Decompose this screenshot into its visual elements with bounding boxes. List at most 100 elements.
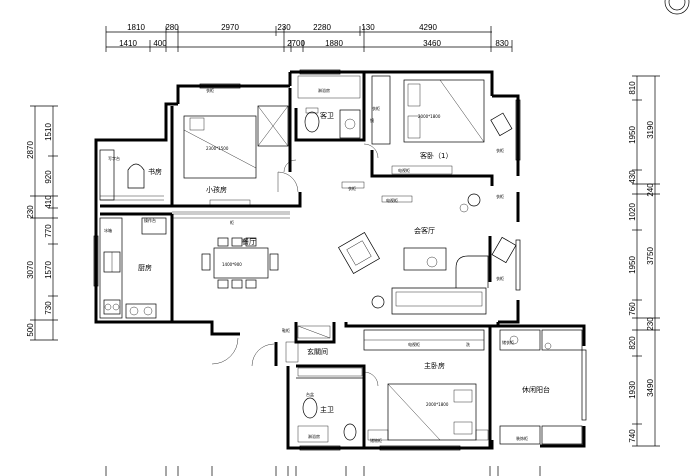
guest-bath-fixtures: 淋浴房 (297, 75, 361, 139)
dining-furniture: 1400*900 柜 (172, 213, 290, 289)
dim-top-inner-5: 3460 (423, 39, 441, 48)
dim-left-inner-1: 1510 (44, 123, 53, 141)
kids-bed (183, 115, 257, 179)
label-desk: 写字台 (108, 155, 120, 161)
exterior-walls (94, 70, 586, 450)
room-guest-bedroom: 客卧（1） (420, 151, 452, 160)
label-wardrobe-6: 衣柜 (348, 185, 356, 191)
living-armchair (338, 232, 380, 274)
entry-fixtures: 鞋柜 (282, 325, 331, 363)
label-tv-cabinet: 电视柜 (398, 167, 410, 173)
label-wardrobe-2: 衣柜 (372, 105, 380, 111)
guest-bed (403, 79, 485, 143)
room-master-bedroom: 主卧房 (424, 361, 445, 370)
guest-toilet-icon (304, 111, 320, 133)
room-balcony: 休闲阳台 (522, 385, 550, 394)
label-wardrobe-1: 衣柜 (206, 87, 214, 93)
master-toilet-icon (302, 397, 318, 419)
label-tv-cabinet-3: 电视柜 (408, 341, 420, 347)
dim-top-2: 280 (165, 23, 179, 32)
dim-top-5: 2280 (313, 23, 331, 32)
right-dimension-lines (632, 75, 660, 447)
left-dimension-lines (30, 105, 58, 341)
coffee-table (403, 247, 447, 271)
logo-mark (664, 0, 690, 15)
label-mirror: 镜 (370, 117, 374, 123)
dim-right-inner-9: 740 (628, 429, 637, 443)
guest-armchair-icon (490, 112, 513, 137)
label-wardrobe-3: 衣柜 (496, 147, 504, 153)
master-bedroom-furniture: 电视柜 洗 2000*1800 储物柜 (363, 329, 489, 443)
right-outer-dimension-labels: 3190 240 3750 230 3490 (646, 121, 655, 397)
label-basin: 台盆 (306, 391, 314, 397)
label-wardrobe-5: 衣柜 (496, 193, 504, 199)
side-table-icon (371, 295, 385, 309)
top-outer-dimension-labels: 1810 280 2970 230 2280 130 4290 (127, 23, 437, 32)
room-living: 会客厅 (414, 226, 435, 235)
room-entry: 玄關间 (307, 347, 328, 356)
top-dimension-lines (105, 26, 513, 52)
left-inner-dimension-labels: 1510 920 410 770 1570 730 (44, 123, 53, 315)
study-furniture: 写字台 (99, 149, 164, 201)
dim-top-inner-6: 830 (495, 39, 509, 48)
room-guest-bath: 客卫 (320, 111, 334, 120)
left-outer-dimension-labels: 2870 230 3070 500 (26, 141, 35, 337)
room-labels: 书房 小孩房 客卫 客卧（1） 餐厅 厨房 玄關间 主卧房 主卫 休闲阳台 镜 … (138, 111, 550, 414)
balcony-fixtures: 装饰柜 储衣柜 (499, 329, 583, 445)
label-bed-guest: 2000*1800 (418, 114, 441, 119)
label-shoe-cabinet: 鞋柜 (282, 327, 290, 333)
plant-icon (426, 256, 438, 268)
dim-right-inner-7: 820 (628, 336, 637, 350)
label-closet-2: 储衣柜 (502, 339, 514, 345)
living-armchair-2 (491, 236, 517, 264)
dim-top-inner-1: 1410 (119, 39, 137, 48)
label-bed-master: 2000*1800 (426, 402, 449, 407)
dim-top-inner-2: 400 (153, 39, 167, 48)
dim-right-5: 3490 (646, 379, 655, 397)
room-kitchen: 厨房 (138, 263, 152, 272)
right-inner-dimension-labels: 810 1950 430 1020 1950 760 820 1930 740 (628, 81, 637, 443)
label-fridge: 冰箱 (104, 227, 112, 233)
dim-right-2: 240 (646, 183, 655, 197)
label-storage: 储物柜 (370, 437, 382, 443)
master-bath-fixtures: 台盆 淋浴房 (297, 367, 363, 443)
dim-right-inner-4: 1020 (628, 203, 637, 221)
kids-wardrobe (257, 105, 289, 147)
dim-top-3: 2970 (221, 23, 239, 32)
dim-top-inner-4: 1880 (325, 39, 343, 48)
kids-bed-pillow-icon (189, 117, 205, 131)
top-inner-dimension-labels: 1410 400 2700 1880 3460 830 (119, 39, 509, 48)
kitchen-fixtures: 冰箱 操作台 (99, 217, 167, 319)
kitchen-counter (99, 217, 123, 319)
dim-top-inner-3: 2700 (287, 39, 305, 48)
room-dining: 餐厅 (242, 237, 256, 246)
room-study: 书房 (148, 167, 162, 176)
dim-left-3: 3070 (26, 261, 35, 279)
doors (211, 143, 379, 387)
dim-right-inner-6: 760 (628, 302, 637, 316)
dim-top-4: 230 (277, 23, 291, 32)
dim-left-inner-2: 920 (44, 170, 53, 184)
living-furniture: 会客厅 电视柜 衣柜 (338, 181, 517, 315)
label-sink: 洗 (466, 341, 470, 347)
master-bed (387, 383, 477, 441)
label-bed-kids: 2300*1500 (206, 146, 229, 151)
guest-wardrobe (371, 75, 391, 145)
fridge (141, 217, 167, 235)
label-cabinet: 柜 (230, 219, 234, 225)
dim-left-2: 230 (26, 205, 35, 219)
dim-left-inner-5: 1570 (44, 261, 53, 279)
label-shower-master: 淋浴房 (308, 433, 320, 439)
bottom-dimension-ticks (105, 466, 541, 476)
dim-top-1: 1810 (127, 23, 145, 32)
windows (93, 69, 587, 451)
guest-basin (339, 109, 361, 139)
dim-right-inner-5: 1950 (628, 256, 637, 274)
label-tv-cabinet-2: 电视柜 (386, 197, 398, 203)
stove-icon (103, 299, 121, 315)
dim-top-6: 130 (361, 23, 375, 32)
dining-table (213, 247, 269, 279)
master-basin-icon (343, 423, 357, 441)
label-kitchen-counter: 操作台 (144, 217, 156, 223)
